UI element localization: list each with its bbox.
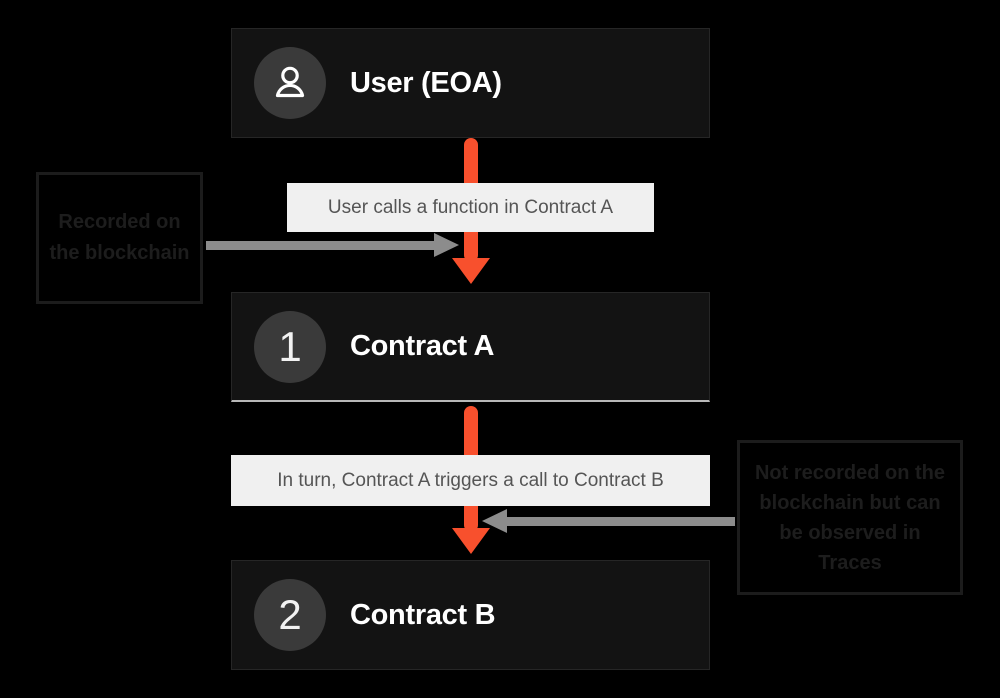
arrow-head [434,233,459,257]
caption-contract-a-calls-contract-b: In turn, Contract A triggers a call to C… [231,455,710,506]
person-icon [275,66,305,98]
note-recorded-on-blockchain: Recorded on the blockchain [36,172,203,304]
node-contract-b[interactable]: 2 Contract B [231,560,710,670]
node-label: Contract B [350,598,496,631]
step-number-badge: 1 [254,310,326,383]
node-user-eoa[interactable]: User (EOA) [231,28,710,138]
step-number: 1 [278,322,302,370]
step-number: 2 [278,591,302,638]
arrow-head [452,258,490,284]
note-not-recorded-on-blockchain: Not recorded on the blockchain but can b… [737,440,963,595]
annotation-arrow-right [482,509,735,533]
caption-user-calls-contract-a: User calls a function in Contract A [287,183,654,232]
arrow-head [482,509,507,533]
node-label: Contract A [350,330,495,362]
arrow-shaft [507,517,735,526]
step-number-badge: 2 [254,579,326,651]
user-avatar-badge [254,47,326,119]
node-label: User (EOA) [350,66,502,99]
arrow-shaft [206,241,434,250]
node-contract-a[interactable]: 1 Contract A [231,292,710,402]
annotation-arrow-left [206,233,459,257]
